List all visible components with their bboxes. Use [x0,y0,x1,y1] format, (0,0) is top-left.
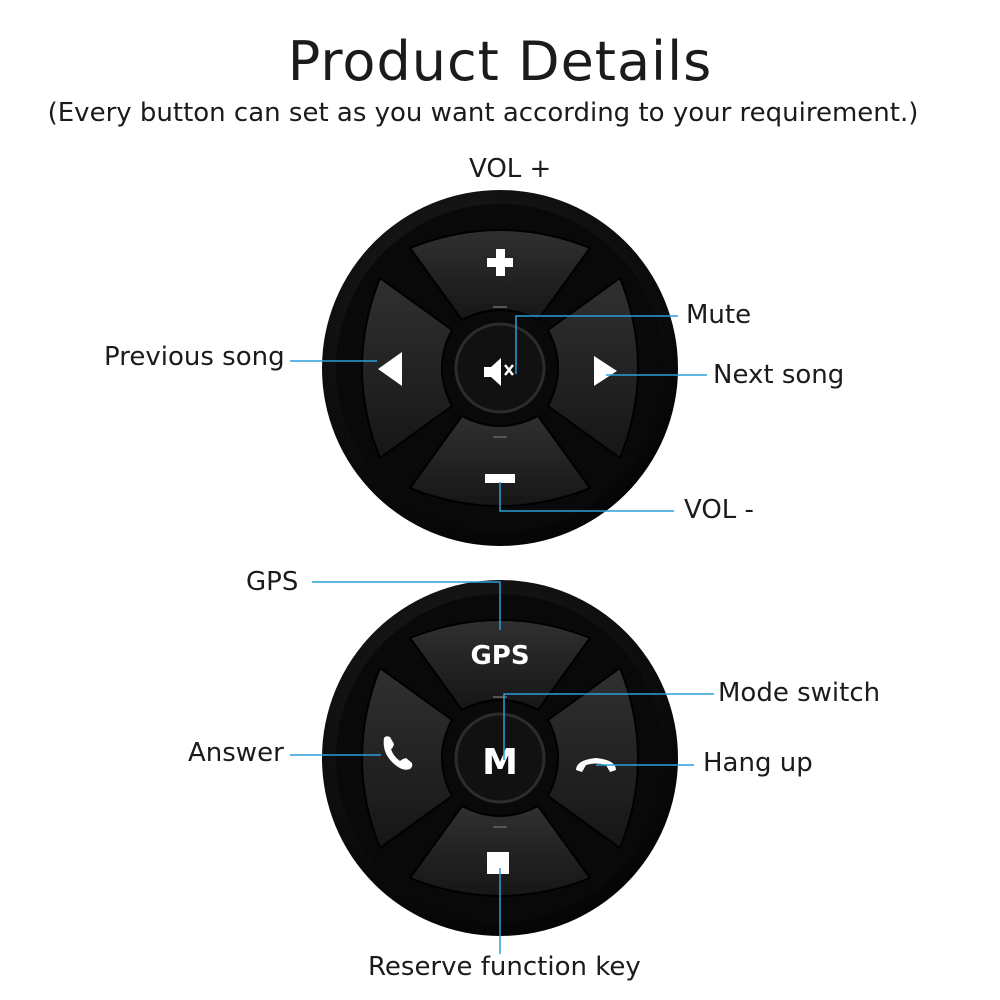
gps-callout-line [312,581,501,630]
label-mode-switch: Mode switch [718,678,881,708]
label-reserve-function-key: Reserve function key [368,952,641,982]
hangup-button[interactable] [546,666,639,850]
mute-callout-line [515,315,678,374]
label-vol-minus: VOL - [684,495,754,525]
phone-answer-icon [383,736,413,770]
label-gps: GPS [246,567,299,597]
left-arrow-icon [378,352,402,386]
answer-button[interactable] [361,666,454,850]
divider-mark-bottom-2 [493,826,507,828]
minus-icon [485,474,515,483]
label-hang-up: Hang up [703,748,813,778]
gps-button-text: GPS [470,641,529,671]
label-answer: Answer [188,738,284,768]
label-vol-plus: VOL + [469,154,552,184]
next-song-button[interactable] [546,276,639,460]
square-icon [487,852,509,874]
controller-top [322,190,678,546]
phone-hangup-icon [576,758,616,772]
page-subtitle: (Every button can set as you want accord… [47,98,919,128]
vol-minus-button[interactable] [408,414,592,507]
gps-button[interactable] [408,619,592,712]
right-arrow-icon [594,356,617,386]
label-previous-song: Previous song [104,342,285,372]
mode-switch-button[interactable] [454,712,546,804]
label-mute: Mute [686,300,752,330]
previous-song-button[interactable] [361,276,454,460]
controller-bottom: GPS M [322,580,678,936]
mode-button-text: M [482,742,518,783]
mute-icon [484,358,514,386]
mode-callout-line [503,693,714,760]
reserve-function-button[interactable] [408,804,592,897]
plus-icon [487,249,513,276]
label-next-song: Next song [713,360,845,390]
divider-mark-bottom [493,436,507,438]
page-title: Product Details [287,30,713,93]
divider-mark-top-2 [493,696,507,698]
vol-minus-callout-line [499,482,674,512]
divider-mark-top [493,306,507,308]
